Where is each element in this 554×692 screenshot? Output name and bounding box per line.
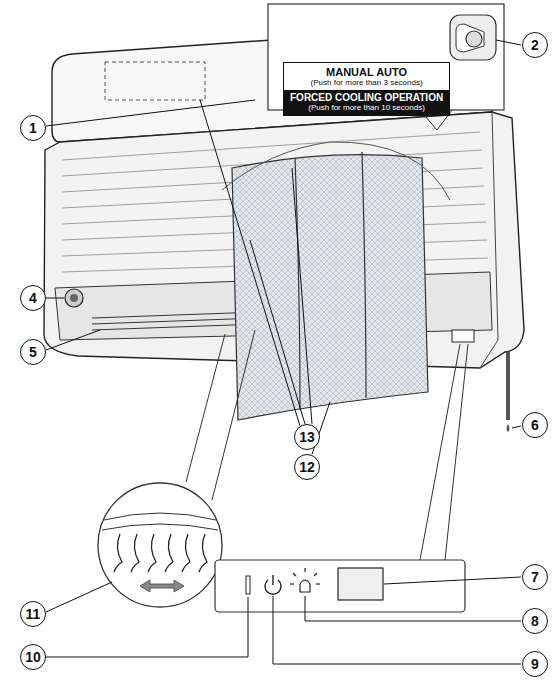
vertical-vanes	[114, 534, 207, 572]
air-filter	[232, 155, 428, 420]
callout-label: 7	[531, 570, 539, 584]
ion-button-core	[70, 294, 78, 302]
button-recess	[456, 24, 484, 52]
zoom-frame	[268, 4, 504, 110]
auto-button	[466, 31, 482, 47]
callout-number: 9	[522, 651, 548, 677]
label-text: (Push for more than 10 seconds)	[290, 103, 443, 113]
label-text: FORCED COOLING OPERATION	[290, 92, 443, 103]
callout-number: 10	[20, 644, 46, 670]
filter-divisions	[295, 152, 366, 410]
hidden-part-outline	[105, 62, 205, 100]
callout-label: 9	[531, 657, 539, 671]
leader-line	[496, 40, 521, 45]
display-panel	[215, 560, 465, 612]
callout-number: 7	[522, 564, 548, 590]
callout-label: 2	[531, 38, 539, 52]
callout-number: 2	[522, 32, 548, 58]
label-text: MANUAL AUTO	[284, 66, 449, 78]
callout-number: 1	[20, 115, 46, 141]
lamp-symbol	[290, 568, 320, 592]
leader-lines	[46, 100, 521, 664]
ion-button	[65, 289, 83, 307]
drain-hose	[506, 352, 510, 420]
louver	[92, 312, 260, 330]
indicator-lamp	[246, 576, 250, 594]
forced-cooling-band: FORCED COOLING OPERATION(Push for more t…	[284, 90, 449, 115]
label-text: (Push for more than 3 seconds)	[284, 78, 449, 90]
callout-number: 4	[20, 285, 46, 311]
detail-loupe	[98, 483, 222, 607]
cutaway-arc	[222, 142, 450, 200]
callout-number: 11	[20, 601, 46, 627]
callout-label: 10	[25, 650, 41, 664]
callout-number: 12	[294, 454, 320, 480]
callout-label: 6	[531, 418, 539, 432]
callout-number: 8	[522, 608, 548, 634]
callout-label: 5	[29, 345, 37, 359]
callout-number: 5	[20, 339, 46, 365]
button-housing	[450, 15, 496, 60]
callout-label: 13	[299, 430, 315, 444]
drop	[507, 424, 510, 432]
callout-label: 11	[26, 607, 41, 621]
callout-number: 6	[522, 412, 548, 438]
callout-label: 12	[299, 460, 315, 474]
callout-number: 13	[294, 424, 320, 450]
callout-label: 8	[531, 614, 539, 628]
callout-label: 4	[29, 291, 37, 305]
display-window	[452, 330, 474, 342]
button-label-box: MANUAL AUTO(Push for more than 3 seconds…	[283, 62, 450, 116]
signal-receiver	[338, 568, 383, 600]
callout-label: 1	[29, 121, 37, 135]
swing-arrow	[140, 580, 184, 592]
